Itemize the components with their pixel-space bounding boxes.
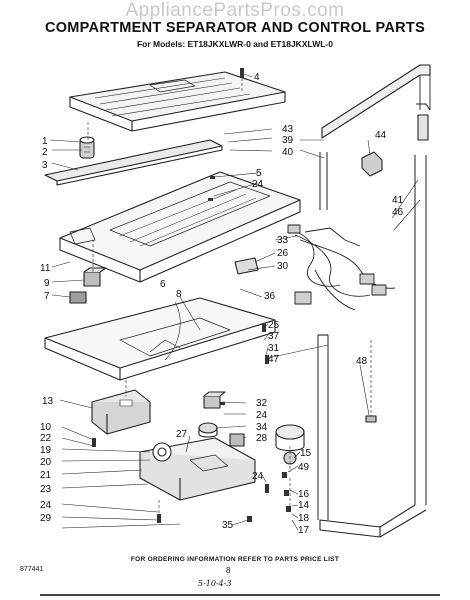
switch: [83, 267, 107, 287]
callout-37: 37: [268, 331, 280, 342]
callout-13: 13: [42, 396, 54, 407]
thermostat-block: [234, 257, 259, 275]
side-gasket-rails: [319, 64, 431, 538]
screws: [92, 68, 291, 523]
callout-44: 44: [375, 130, 387, 141]
callout-5: 5: [256, 168, 262, 179]
damper-control-assembly: [139, 437, 256, 501]
assembly-lines: [87, 78, 372, 514]
callout-8: 8: [176, 289, 182, 300]
callout-43: 43: [282, 124, 294, 135]
handwritten-note: 5-10-4-3: [198, 579, 232, 588]
diagram-title: COMPARTMENT SEPARATOR AND CONTROL PARTS: [44, 20, 426, 36]
callout-9: 9: [44, 278, 50, 289]
clip: [361, 151, 383, 177]
callout-19: 19: [40, 445, 52, 456]
callout-36: 36: [264, 291, 276, 302]
callout-31: 31: [268, 343, 280, 354]
callout-30: 30: [277, 261, 289, 272]
callout-labels: 1 2 3 4 43 39 40 44 5 24 41 46 33 26 30 …: [40, 72, 404, 536]
callout-18: 18: [298, 513, 310, 524]
callout-23: 23: [40, 484, 52, 495]
callout-24a: 24: [252, 179, 264, 190]
callout-29: 29: [40, 513, 52, 524]
control-housing: [91, 389, 151, 435]
bottom-rule: [40, 594, 440, 596]
callout-22: 22: [40, 433, 52, 444]
page-number: 8: [226, 566, 231, 575]
lower-separator-base: [44, 297, 276, 381]
callout-24c: 24: [40, 500, 52, 511]
callout-40: 40: [282, 147, 294, 158]
small-clip: [365, 415, 377, 423]
callout-35: 35: [222, 520, 234, 531]
callout-28: 28: [256, 433, 268, 444]
ordering-note: FOR ORDERING INFORMATION REFER TO PARTS …: [130, 556, 340, 563]
wire-harness: [287, 224, 396, 311]
separator-strip: [44, 139, 223, 186]
callout-14: 14: [298, 500, 310, 511]
leader-lines: [49, 73, 421, 531]
callout-11: 11: [40, 263, 51, 274]
callout-25: 25: [268, 320, 280, 331]
top-separator-cover: [69, 71, 286, 132]
models-line: For Models: ET18JKXLWR-0 and ET18JKXLWL-…: [136, 39, 333, 49]
callout-27: 27: [176, 429, 188, 440]
callout-26: 26: [277, 248, 289, 259]
callout-10: 10: [40, 422, 52, 433]
relay: [203, 391, 226, 409]
document-number: 877441: [20, 566, 44, 573]
callout-17: 17: [298, 525, 310, 536]
control-knob: [79, 136, 95, 159]
watermark: AppliancePartsPros.com: [125, 0, 345, 21]
callout-16: 16: [298, 489, 310, 500]
callout-49: 49: [298, 462, 310, 473]
connector: [69, 291, 87, 304]
callout-48: 48: [356, 356, 368, 367]
callout-39: 39: [282, 135, 294, 146]
callout-3: 3: [42, 160, 48, 171]
callout-32: 32: [256, 398, 268, 409]
callout-7: 7: [44, 291, 50, 302]
upper-strip: [319, 152, 328, 210]
callout-21: 21: [40, 470, 52, 481]
callout-20: 20: [40, 457, 52, 468]
callout-34: 34: [256, 422, 268, 433]
callout-1: 1: [42, 136, 48, 147]
callout-41: 41: [392, 195, 404, 206]
thermostat-knob: [275, 424, 305, 465]
callout-24d: 24: [252, 471, 264, 482]
lower-strip: [317, 334, 329, 520]
switch-block: [229, 433, 245, 447]
callout-4: 4: [254, 72, 260, 83]
callout-6: 6: [160, 279, 166, 290]
callout-33: 33: [277, 235, 289, 246]
middle-separator-tray: [59, 171, 301, 283]
callout-47: 47: [268, 354, 280, 365]
callout-15: 15: [300, 448, 312, 459]
cam-gear: [198, 422, 218, 438]
callout-24b: 24: [256, 410, 268, 421]
callout-2: 2: [42, 147, 48, 158]
callout-46: 46: [392, 207, 404, 218]
